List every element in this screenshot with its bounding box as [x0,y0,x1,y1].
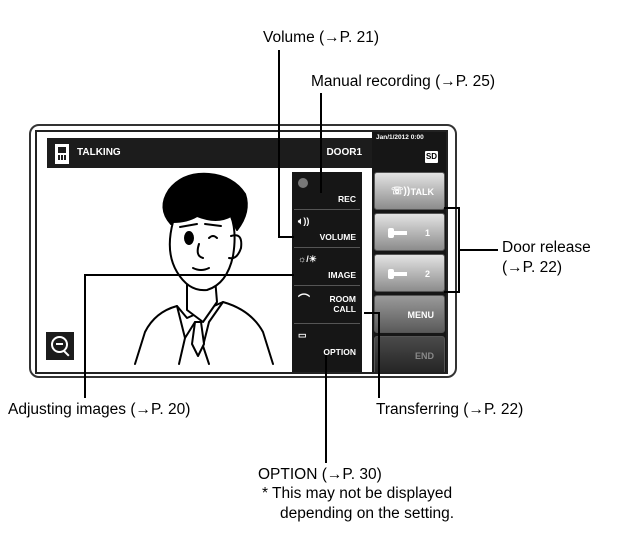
callout-note: * This may not be displayed [262,485,453,502]
room-call-label-line2: CALL [333,304,356,314]
leader-line-transfer [364,312,380,314]
talk-icon: ☏)) [391,186,411,197]
callout-adjusting-images: Adjusting images (→P. 20) [8,401,191,418]
volume-button[interactable]: 🔈︎)) VOLUME [294,212,360,248]
visitor-illustration [134,172,274,365]
sd-card-indicator: SD [425,151,438,163]
talk-button[interactable]: ☏)) TALK [374,172,445,210]
zoom-handle [62,349,70,357]
callout-transferring: Transferring (→P. 22) [376,401,524,418]
leader-line-option [325,355,327,463]
key-icon [388,269,407,279]
leader-line-images-v [84,274,86,398]
call-status: TALKING [77,147,121,158]
monitor-screen: TALKING DOOR1 REC 🔈︎)) VOLUME ☼/☀ IMAGE … [35,130,448,374]
callout-volume: Volume (→P. 21) [263,29,380,46]
leader-line-recording [320,93,322,193]
speaker-icon: 🔈︎)) [298,216,310,226]
date-time: Jan/1/2012 0:00 [376,134,424,141]
option-button[interactable]: ▭ OPTION [294,326,360,362]
callout-door-release-page: (→P. 22) [502,259,563,276]
leader-line-volume-h [278,236,294,238]
callout-manual-recording: Manual recording (→P. 25) [311,73,496,90]
volume-label: VOLUME [319,232,356,242]
callout-note-continued: depending on the setting. [280,505,455,522]
door-name: DOOR1 [326,147,362,158]
end-label: END [414,351,434,361]
rec-label: REC [338,194,356,204]
talk-label: TALK [410,187,434,197]
callout-door-release: Door release [502,239,591,256]
image-button[interactable]: ☼/☀ IMAGE [294,250,360,286]
menu-button[interactable]: MENU [374,295,445,333]
status-bar: TALKING DOOR1 [47,138,372,168]
end-button[interactable]: END [374,336,445,372]
bracket-door-release-h [458,249,498,251]
bracket-door-release-top [444,207,460,209]
brightness-icon: ☼/☀ [298,254,317,264]
leader-line-volume [278,50,280,238]
record-dot-icon [298,178,308,188]
zoom-button[interactable] [46,332,74,360]
room-call-label: ROOM CALL [330,294,356,314]
leader-line-transfer-v [378,312,380,398]
menu-label: MENU [407,310,435,320]
zoom-out-icon [51,336,68,353]
intercom-icon [55,144,69,164]
room-call-label-line1: ROOM [329,294,356,304]
bracket-door-release-bottom [444,291,460,293]
key-icon [388,228,407,238]
door-release-2-button[interactable]: 2 [374,254,445,292]
door-release-1-button[interactable]: 1 [374,213,445,251]
rec-button[interactable]: REC [294,174,360,210]
image-label: IMAGE [328,270,356,280]
function-menu [292,172,362,372]
transfer-icon: ⌒ [298,293,311,307]
option-icon: ▭ [298,330,307,340]
leader-line-images [84,274,294,276]
door-release-1-label: 1 [424,228,430,238]
room-call-button[interactable]: ⌒ ROOM CALL [294,288,360,324]
callout-option: OPTION (→P. 30) [258,466,382,483]
option-label: OPTION [323,347,356,357]
door-release-2-label: 2 [424,269,430,279]
